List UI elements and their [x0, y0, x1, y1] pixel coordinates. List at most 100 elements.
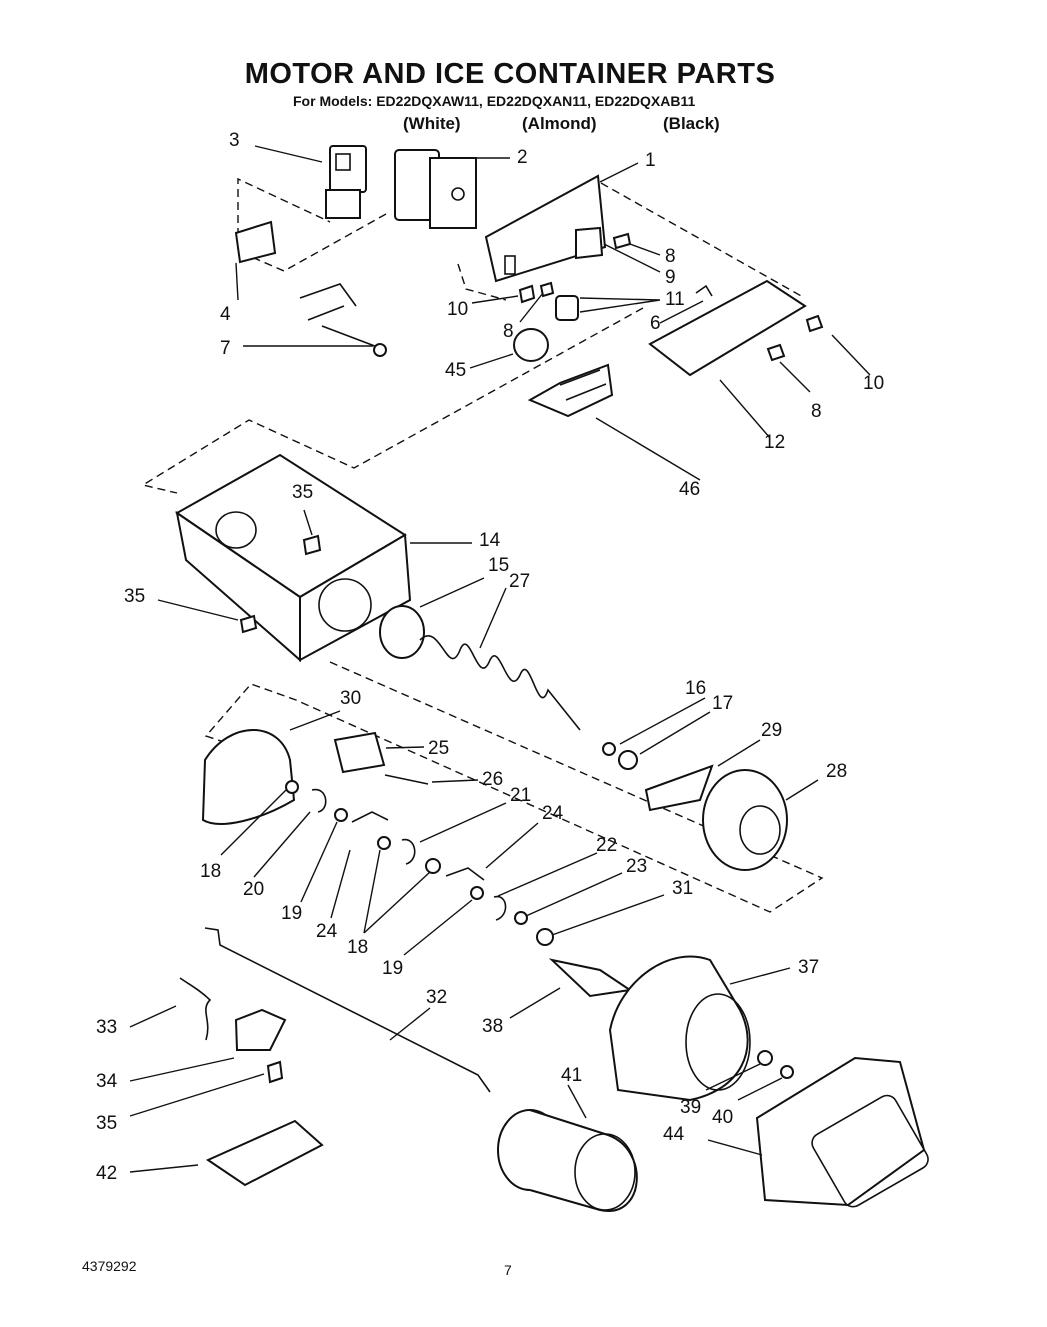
washer-23: [514, 911, 528, 925]
washer-39: [757, 1050, 773, 1066]
bracket-34: [234, 1008, 287, 1051]
washer-40: [780, 1065, 794, 1079]
ice-container-housing: [175, 453, 412, 663]
washer-19b: [470, 886, 484, 900]
callout-16: 16: [685, 678, 707, 699]
callout-17: 17: [712, 693, 734, 714]
wire-harness: [299, 283, 387, 357]
callout-3: 3: [229, 130, 240, 151]
callout-24-left: 24: [316, 921, 338, 942]
washer-17: [618, 750, 638, 770]
callout-35-box: 35: [292, 482, 314, 503]
switch-bracket: [575, 226, 604, 260]
guide-harness: [457, 263, 507, 301]
guide-bracket: [600, 182, 804, 298]
callout-8-top: 8: [665, 246, 676, 267]
callout-24-right: 24: [542, 803, 564, 824]
screw-8a: [612, 232, 632, 250]
guide-container: [141, 307, 644, 494]
light-shield: [648, 279, 807, 377]
callout-32: 32: [426, 987, 448, 1008]
callout-40: 40: [712, 1107, 734, 1128]
screw-35a: [302, 534, 322, 556]
screw-35b: [239, 614, 258, 634]
auger-coil: [419, 635, 581, 731]
clip-6: [695, 284, 713, 297]
callout-19-mid: 19: [382, 958, 404, 979]
pad-42: [205, 1119, 324, 1187]
screw-10b: [805, 314, 824, 333]
screw-8b: [539, 281, 555, 298]
callout-44: 44: [663, 1124, 685, 1145]
screw-8c: [766, 343, 786, 362]
callout-15: 15: [488, 555, 510, 576]
light-bulb: [513, 328, 549, 362]
plate-29: [644, 764, 714, 812]
callout-20: 20: [243, 879, 265, 900]
callout-35-bottom: 35: [96, 1113, 118, 1134]
callout-27: 27: [509, 571, 531, 592]
callout-26: 26: [482, 769, 504, 790]
motor-housing: [608, 955, 751, 1102]
crusher-housing-plate: [201, 729, 296, 825]
water-valve: [325, 145, 367, 219]
color-black: (Black): [663, 114, 720, 133]
callout-23: 23: [626, 856, 648, 877]
washer-19a: [334, 808, 348, 822]
callout-8-right: 8: [811, 401, 822, 422]
callout-42: 42: [96, 1163, 118, 1184]
callout-12: 12: [764, 432, 786, 453]
callout-28: 28: [826, 761, 848, 782]
callout-37: 37: [798, 957, 820, 978]
callout-41: 41: [561, 1065, 583, 1086]
callout-6: 6: [650, 313, 661, 334]
callout-10-right: 10: [863, 373, 885, 394]
rod-26: [384, 774, 429, 785]
cover-44: [755, 1056, 929, 1208]
callout-22: 22: [596, 835, 618, 856]
callout-11: 11: [665, 289, 685, 310]
callout-39: 39: [680, 1097, 702, 1118]
bushing-31: [536, 928, 554, 946]
callout-18-mid: 18: [347, 937, 369, 958]
blade-24b: [445, 867, 485, 881]
callout-1: 1: [645, 150, 656, 171]
callout-34: 34: [96, 1071, 118, 1092]
callout-35-left: 35: [124, 586, 146, 607]
callout-4: 4: [220, 304, 231, 325]
auger-bearing: [379, 605, 425, 659]
callout-30: 30: [340, 688, 362, 709]
clip-bracket: [234, 220, 277, 264]
callout-10-left: 10: [447, 299, 469, 320]
washer-16: [602, 742, 616, 756]
screw-10a: [518, 284, 536, 304]
leader-lines: [129, 145, 871, 1173]
callout-29: 29: [761, 720, 783, 741]
page-title: MOTOR AND ICE CONTAINER PARTS: [244, 58, 776, 90]
blade-24a: [351, 811, 389, 823]
callout-8-mid: 8: [503, 321, 514, 342]
blade-20: [311, 788, 327, 813]
lamp-socket: [555, 295, 579, 321]
callout-2: 2: [517, 147, 528, 168]
spacer-18b: [377, 836, 391, 850]
callout-25: 25: [428, 738, 450, 759]
callout-18-left: 18: [200, 861, 222, 882]
callout-45: 45: [445, 360, 467, 381]
callout-33: 33: [96, 1017, 118, 1038]
duct-41: [497, 1109, 638, 1212]
color-white: (White): [403, 114, 461, 133]
spacer-18c: [425, 858, 441, 874]
callout-7: 7: [220, 338, 231, 359]
callout-19-left: 19: [281, 903, 303, 924]
crusher-block: [333, 731, 386, 774]
page-number: 7: [504, 1262, 512, 1278]
bracket-38: [548, 958, 633, 998]
callout-38: 38: [482, 1016, 504, 1037]
spring-33: [179, 977, 212, 1041]
callout-9: 9: [665, 267, 676, 288]
fan-blade: [702, 769, 788, 871]
model-list: For Models: ED22DQXAW11, ED22DQXAN11, ED…: [293, 93, 696, 109]
auger-motor: [394, 149, 477, 229]
